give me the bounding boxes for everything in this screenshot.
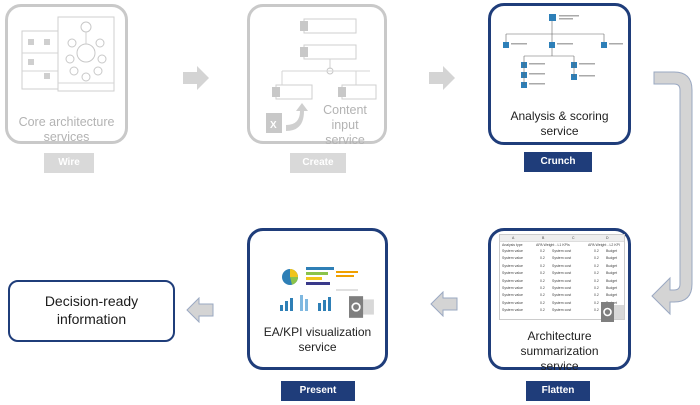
sheet-cell: System cost — [552, 293, 572, 298]
sheet-cell: 0.2 — [594, 271, 599, 276]
sheet-cell: 0.2 — [540, 271, 545, 276]
sheet-cell: System cost — [552, 263, 572, 268]
curved-arrow-down-icon — [651, 71, 693, 316]
kpi-dashboard-thumbnail — [280, 267, 358, 311]
flatten-label: Flatten — [526, 381, 590, 401]
sheet-cell: System cost — [552, 249, 572, 253]
sheet-cell: System cost — [552, 300, 572, 305]
sheet-cell: 0.2 — [540, 300, 545, 305]
arrow-right-icon — [429, 66, 455, 90]
outlook-icon — [349, 296, 374, 318]
sheet-cell: Budget — [606, 293, 618, 298]
sheet-cell: System cost — [552, 286, 572, 290]
sheet-cell: 0.2 — [540, 286, 545, 290]
sheet-cell: 0.2 — [540, 293, 545, 298]
wire-label: Wire — [44, 153, 94, 173]
sheet-cell: 0.2 — [594, 249, 599, 253]
arrow-left-icon — [186, 297, 214, 323]
create-stage-box: X Content input service — [247, 4, 387, 147]
svg-text:X: X — [270, 120, 277, 131]
sheet-cell: System cost — [552, 271, 572, 276]
sheet-cell: 0.2 — [594, 278, 599, 283]
sheet-header: APA Weight - L1 KPIs — [536, 243, 570, 247]
sheet-cell: 0.2 — [594, 256, 599, 261]
sheet-column-b: B — [542, 236, 545, 240]
sheet-cell: System value — [502, 278, 524, 283]
present-caption: EA/KPI visualization service — [263, 325, 372, 354]
sheet-cell: 0.2 — [594, 263, 599, 268]
sheet-cell: Budget — [606, 278, 618, 283]
sheet-cell: 0.2 — [540, 308, 545, 313]
sheet-column-c: C — [572, 236, 575, 240]
sheet-cell: 0.2 — [540, 263, 545, 268]
sheet-cell: System value — [502, 263, 524, 268]
core-architecture-thumbnail — [21, 16, 115, 92]
sheet-cell: System value — [502, 256, 524, 261]
sheet-cell: 0.2 — [540, 249, 545, 253]
content-input-thumbnail: X — [266, 18, 377, 133]
sheet-cell: 0.2 — [594, 300, 599, 305]
crunch-label: Crunch — [524, 152, 592, 172]
sheet-cell: Budget — [606, 249, 618, 253]
decision-text: Decision-ready information — [44, 293, 139, 327]
flatten-caption: Architecture summarization service — [520, 329, 599, 373]
create-caption: Content input service — [323, 103, 367, 147]
present-label: Present — [281, 381, 355, 401]
sheet-cell: System value — [502, 308, 524, 313]
sheet-cell: 0.2 — [594, 308, 599, 313]
sheet-cell: Budget — [606, 263, 618, 268]
sheet-cell: Budget — [606, 286, 618, 290]
sheet-cell: System value — [502, 249, 524, 253]
sheet-cell: System value — [502, 300, 524, 305]
sheet-cell: System cost — [552, 308, 572, 313]
flatten-stage-box: A B C D Analysis type APA Weight - L1 KP… — [488, 228, 631, 373]
sheet-cell: System cost — [552, 278, 572, 283]
sheet-cell: System value — [502, 286, 524, 290]
sheet-cell: 0.2 — [540, 256, 545, 261]
arrow-right-icon — [183, 66, 209, 90]
sheet-cell: 0.2 — [594, 293, 599, 298]
crunch-caption: Analysis & scoring service — [510, 109, 609, 138]
wire-caption: Core architecture services — [18, 115, 115, 144]
create-label: Create — [290, 153, 346, 173]
present-stage-box: EA/KPI visualization service — [247, 228, 388, 370]
outlook-icon — [601, 302, 624, 322]
sheet-header: APA Weight - L2 KPI — [588, 243, 620, 247]
sheet-cell: System cost — [552, 256, 572, 261]
sheet-cell: 0.2 — [594, 286, 599, 290]
sheet-cell: System value — [502, 293, 524, 298]
analysis-tree-thumbnail — [503, 14, 623, 88]
sheet-column-d: D — [606, 236, 609, 240]
wire-stage-box: Core architecture services — [5, 4, 128, 144]
decision-ready-box: Decision-ready information — [8, 280, 175, 342]
sheet-cell: Budget — [606, 256, 618, 261]
sheet-cell: Budget — [606, 271, 618, 276]
sheet-cell: 0.2 — [540, 278, 545, 283]
crunch-stage-box: Analysis & scoring service — [488, 3, 631, 145]
sheet-column-a: A — [512, 236, 515, 240]
sheet-cell: System value — [502, 271, 524, 276]
sheet-header: Analysis type — [502, 243, 523, 247]
arrow-left-icon — [430, 291, 458, 317]
